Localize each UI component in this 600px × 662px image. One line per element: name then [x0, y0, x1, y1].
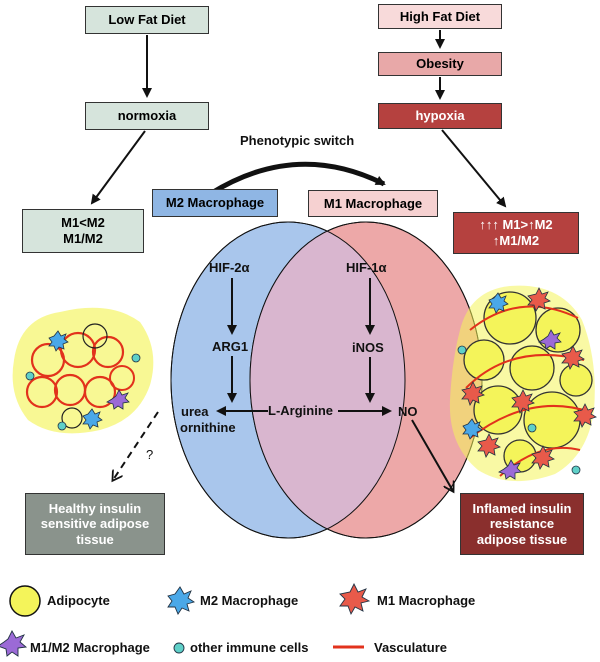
urea-label: urea: [181, 404, 209, 419]
question-mark: ?: [146, 447, 154, 462]
arrow-urea-healthy-dashed: [113, 411, 159, 480]
legend-vasculature-label: Vasculature: [374, 640, 447, 655]
obese-ratio-line2: ↑M1/M2: [492, 233, 540, 248]
high-fat-diet-label: High Fat Diet: [399, 8, 481, 24]
phenotypic-switch-arrow: [208, 161, 386, 197]
legend-immune-icon: [173, 642, 185, 654]
lean-ratio-line2: M1/M2: [63, 231, 103, 246]
overlap-region: [250, 222, 405, 538]
arginine-label: L-Arginine: [268, 403, 333, 418]
legend-m2-label: M2 Macrophage: [200, 593, 299, 608]
hif2-label: HIF-2α: [209, 260, 250, 275]
low-fat-diet-label: Low Fat Diet: [108, 12, 186, 28]
m2-macrophage-label: M2 Macrophage: [165, 195, 265, 211]
legend-m1-icon: [339, 582, 371, 616]
legend-m2-icon: [167, 586, 196, 615]
high-fat-diet-box: High Fat Diet: [378, 4, 502, 29]
obesity-label: Obesity: [416, 56, 464, 72]
lean-ratio-box: M1<M2 M1/M2: [22, 209, 144, 253]
ornithine-label: ornithine: [180, 420, 236, 435]
m1-macrophage-box: M1 Macrophage: [308, 190, 438, 217]
legend-adipocyte-icon: [9, 585, 41, 617]
arrow-hypoxia-ratio: [441, 129, 507, 208]
lean-ratio-line1: M1<M2: [61, 215, 105, 231]
inflamed-tissue-label: Inflamed insulin resistance adipose tiss…: [472, 500, 572, 547]
legend-m1m2-label: M1/M2 Macrophage: [30, 640, 150, 655]
low-fat-diet-box: Low Fat Diet: [85, 6, 209, 34]
obese-adipose-cluster: [449, 285, 597, 482]
normoxia-box: normoxia: [85, 102, 209, 130]
hypoxia-box: hypoxia: [378, 103, 502, 129]
legend-adipocyte-label: Adipocyte: [47, 593, 110, 608]
legend-immune-label: other immune cells: [190, 640, 309, 655]
obese-ratio-line1: ↑↑↑ M1>↑M2: [479, 217, 553, 233]
healthy-tissue-box: Healthy insulin sensitive adipose tissue: [25, 493, 165, 555]
m1-macrophage-label: M1 Macrophage: [323, 195, 423, 211]
arg1-label: ARG1: [212, 339, 249, 354]
lean-adipose-cluster: [12, 307, 154, 434]
hypoxia-label: hypoxia: [415, 108, 465, 124]
inflamed-tissue-box: Inflamed insulin resistance adipose tiss…: [460, 493, 584, 555]
m2-macrophage-box: M2 Macrophage: [152, 189, 278, 217]
inos-label: iNOS: [352, 340, 384, 355]
normoxia-label: normoxia: [117, 108, 177, 124]
obese-ratio-box: ↑↑↑ M1>↑M2 ↑M1/M2: [453, 212, 579, 254]
phenotypic-switch-label: Phenotypic switch: [240, 133, 355, 148]
hif1-label: HIF-1α: [346, 260, 387, 275]
healthy-tissue-label: Healthy insulin sensitive adipose tissue: [40, 500, 150, 547]
legend-m1-label: M1 Macrophage: [377, 593, 476, 608]
no-label: NO: [398, 404, 418, 419]
obesity-box: Obesity: [378, 52, 502, 76]
arrow-no-inflamed: [411, 419, 453, 491]
arrow-normoxia-ratio: [90, 130, 146, 205]
legend-m1m2-icon: [0, 630, 28, 657]
